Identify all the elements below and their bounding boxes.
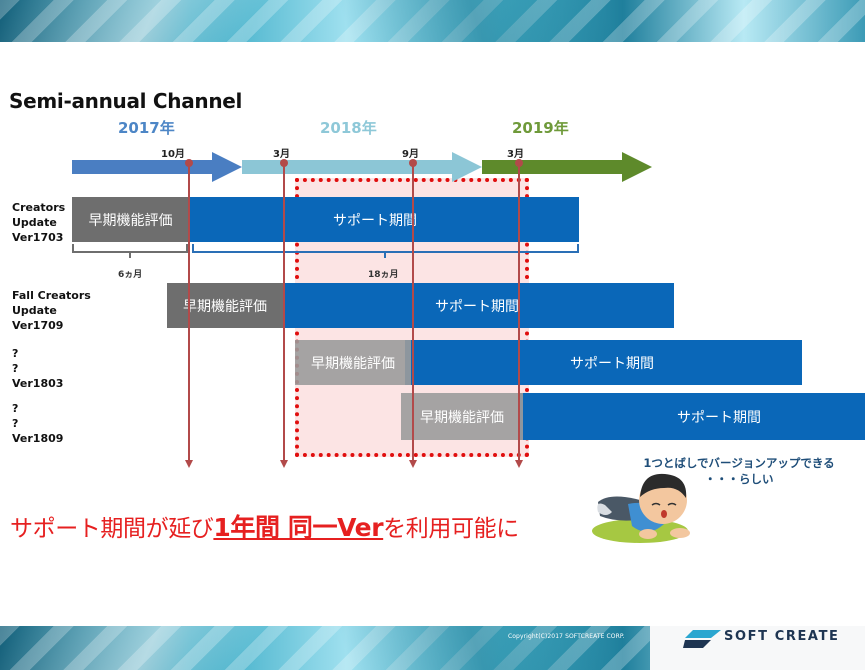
duration-18-months: 18ヵ月 [368, 270, 399, 280]
eval-label-1803: 早期機能評価 [311, 355, 395, 372]
support-label-1709: サポート期間 [435, 298, 519, 315]
support-bar-1803: サポート期間 [405, 340, 802, 385]
marker-oct-2017 [185, 159, 193, 468]
arrow-2017 [72, 152, 242, 182]
note-text: 1つとばしでバージョンアップできる ・・・らしい [612, 455, 865, 487]
support-label-1703: サポート期間 [333, 212, 417, 229]
note-line-2: ・・・らしい [704, 472, 774, 486]
copyright-text: Copyright(C)2017 SOFTCREATE CORP. [508, 633, 625, 640]
marker-sep-2018 [409, 159, 417, 468]
support-bar-1709: サポート期間 [280, 283, 674, 328]
arrow-2019 [482, 152, 652, 182]
year-label-2019: 2019年 [512, 119, 569, 137]
duration-6-months: 6ヵ月 [118, 270, 143, 280]
eval-label-1809: 早期機能評価 [420, 409, 504, 426]
arrow-2018 [242, 152, 482, 182]
page-title: Semi-annual Channel [9, 89, 243, 113]
version-label-1803: ? ? Ver1803 [12, 347, 64, 390]
eval-label-1703: 早期機能評価 [88, 212, 173, 229]
summary-statement: サポート期間が延び1年間 同一Verを利用可能に [10, 508, 519, 544]
support-bar-1809: サポート期間 [520, 393, 865, 440]
softcreate-logo-icon [683, 630, 721, 648]
version-label-1809: ? ? Ver1809 [12, 402, 64, 445]
eval-label-1709: 早期機能評価 [183, 298, 267, 315]
year-label-2018: 2018年 [320, 119, 377, 137]
statement-emphasis: 1年間 同一Ver [213, 513, 384, 542]
support-bar-1703: サポート期間 [186, 197, 579, 242]
support-label-1803: サポート期間 [570, 355, 654, 372]
month-label-sep-2018: 9月 [402, 149, 419, 160]
month-label-oct-2017: 10月 [161, 149, 185, 160]
month-label-mar-2018: 3月 [273, 149, 290, 160]
logo-area [650, 626, 865, 670]
eval-bar-1709: 早期機能評価 [167, 283, 283, 328]
top-banner [0, 0, 865, 42]
logo-text: SOFT CREATE [724, 629, 840, 644]
marker-mar-2018 [280, 159, 288, 468]
eval-bar-1809: 早期機能評価 [401, 393, 523, 440]
version-label-1709: Fall Creators Update Ver1709 [12, 289, 91, 332]
eval-bar-1703: 早期機能評価 [72, 197, 189, 242]
marker-mar-2019 [515, 159, 523, 468]
support-label-1809: サポート期間 [677, 409, 761, 426]
note-line-1: 1つとばしでバージョンアップできる [643, 456, 835, 470]
month-label-mar-2019: 3月 [507, 149, 524, 160]
version-label-1703: Creators Update Ver1703 [12, 201, 66, 244]
year-label-2017: 2017年 [118, 119, 175, 137]
statement-prefix: サポート期間が延び [10, 516, 214, 542]
eval-bar-1803: 早期機能評価 [295, 340, 411, 385]
statement-suffix: を利用可能に [383, 516, 519, 542]
